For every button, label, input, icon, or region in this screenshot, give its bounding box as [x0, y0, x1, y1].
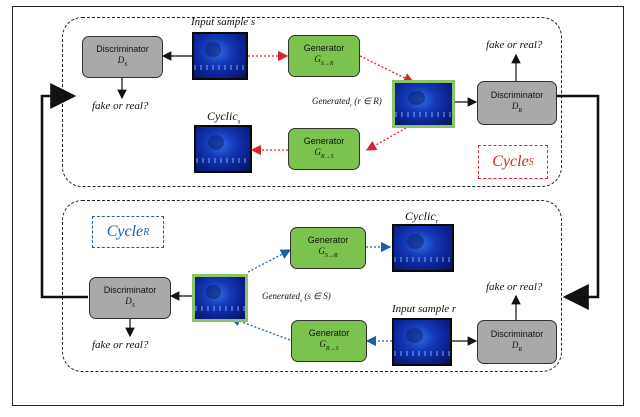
generator-symbol: GR→S	[314, 146, 334, 160]
discriminator-symbol: DS	[117, 54, 128, 68]
fake-or-real-top-left: fake or real?	[92, 100, 149, 112]
generated-s-label: Generateds (s ∈ S)	[262, 291, 331, 304]
discriminator-r-bottom: Discriminator DR	[477, 320, 557, 364]
discriminator-label: Discriminator	[96, 43, 149, 54]
fake-or-real-bottom-right: fake or real?	[486, 281, 543, 293]
discriminator-label: Discriminator	[490, 328, 544, 339]
input-sample-s-image	[192, 32, 248, 80]
cyclic-s-image	[194, 125, 252, 173]
cyclic-r-label: Cyclicr	[405, 209, 439, 226]
cyclic-r-image	[392, 224, 454, 272]
loop-right	[557, 94, 600, 310]
cycle-r-container	[62, 200, 562, 372]
input-sample-r-label: Input sample r	[392, 303, 457, 315]
generator-r-to-s-top: Generator GR→S	[288, 128, 360, 170]
discriminator-s-top: Discriminator DS	[82, 36, 163, 78]
cyclic-s-label: Cyclics	[207, 109, 241, 126]
discriminator-symbol: DS	[125, 295, 135, 309]
generated-r-label: Generatedr (r ∈ R)	[312, 96, 382, 109]
discriminator-symbol: DR	[511, 100, 523, 114]
arrow-generated-s-to-gen-sr	[247, 249, 292, 273]
loop-left	[40, 83, 88, 299]
arrow-generated-r-to-gen-rs	[365, 123, 414, 151]
generated-r-image	[392, 80, 455, 128]
fake-or-real-bottom-left: fake or real?	[92, 339, 149, 351]
generator-s-to-r-bottom: Generator GS→R	[290, 227, 366, 269]
discriminator-r-top: Discriminator DR	[477, 81, 557, 125]
generator-label: Generator	[308, 327, 350, 338]
generator-symbol: GS→R	[314, 53, 334, 67]
fake-or-real-top-right: fake or real?	[486, 39, 543, 51]
generator-s-to-r-top: Generator GS→R	[288, 35, 360, 77]
input-sample-r-image	[392, 318, 452, 366]
input-sample-s-label: Input sample s	[191, 16, 256, 28]
generator-symbol: GR→S	[319, 338, 339, 352]
discriminator-symbol: DR	[511, 339, 523, 353]
generated-s-image	[192, 274, 248, 322]
outer-frame	[12, 6, 624, 406]
generator-symbol: GS→R	[318, 245, 338, 259]
generator-label: Generator	[307, 234, 349, 245]
discriminator-label: Discriminator	[103, 284, 157, 295]
discriminator-s-bottom: Discriminator DS	[89, 277, 171, 319]
discriminator-label: Discriminator	[490, 89, 544, 100]
generator-label: Generator	[303, 42, 345, 53]
generator-label: Generator	[303, 135, 345, 146]
arrow-gen-sr-to-generated-r	[359, 55, 415, 83]
generator-r-to-s-bottom: Generator GR→S	[291, 320, 367, 362]
